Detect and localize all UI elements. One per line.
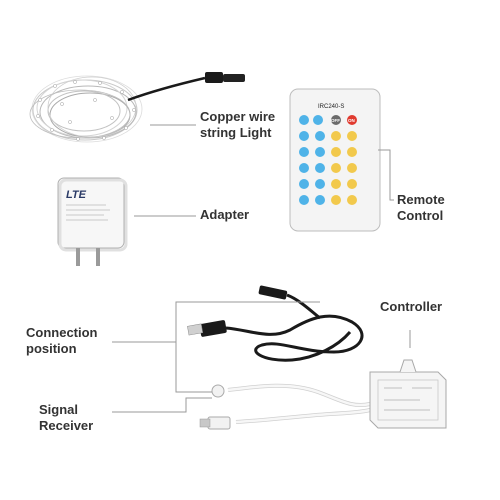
label-remote-control: Remote Control <box>397 192 445 224</box>
label-connection-position: Connection position <box>26 325 98 357</box>
leader-signal <box>112 397 212 413</box>
label-connection-line2: position <box>26 341 77 356</box>
label-remote-line1: Remote <box>397 192 445 207</box>
leader-connection-lower <box>175 342 212 393</box>
leader-remote <box>378 149 394 201</box>
remote-model-text: IRC240-S <box>318 104 344 110</box>
label-signal-line2: Receiver <box>39 418 94 433</box>
adapter: LTE <box>57 177 128 266</box>
leader-connection <box>112 301 320 343</box>
svg-text:ON: ON <box>348 118 355 123</box>
label-copper-wire: Copper wire string Light <box>200 109 275 141</box>
controller-box <box>369 359 447 429</box>
remote-button-grid: OFF ON <box>299 115 357 205</box>
adapter-logo: LTE <box>66 189 87 201</box>
usb-cable <box>187 285 364 362</box>
label-controller: Controller <box>380 299 443 314</box>
svg-text:OFF: OFF <box>331 118 340 123</box>
label-copper-wire-line2: string Light <box>200 125 272 140</box>
remote-control: IRC240-S OFF ON <box>289 88 381 232</box>
copper-wire-coil <box>29 72 245 143</box>
label-signal-line1: Signal <box>39 402 79 417</box>
label-signal-receiver: Signal Receiver <box>39 402 93 434</box>
label-adapter: Adapter <box>200 207 250 222</box>
controller-cable <box>199 383 371 430</box>
label-remote-line2: Control <box>397 208 444 223</box>
leader-lines <box>112 124 411 413</box>
label-copper-wire-line1: Copper wire <box>200 109 276 124</box>
label-connection-line1: Connection <box>26 325 98 340</box>
